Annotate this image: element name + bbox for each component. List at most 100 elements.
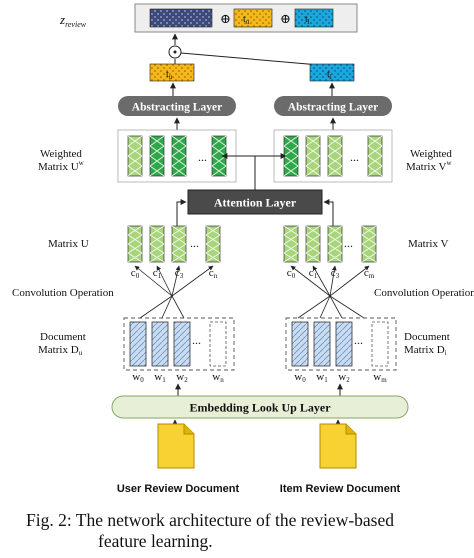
weighted-u-column [149,135,165,177]
matrix-v-col-label: c1 [309,267,318,280]
weighted-u-label-2: Matrix Uw [38,159,85,173]
fan-up-line [171,265,181,297]
doc-i-word-label: w2 [338,371,350,384]
output-ti-label: ti [305,14,310,26]
weighted-v-label-2: Matrix Vw [406,159,452,173]
matrix-v-label: Matrix V [408,238,448,250]
weighted-u-column [127,135,143,177]
doc-u-label-2: Matrix Du [38,344,83,357]
doc-i-column-empty [371,321,389,367]
doc-u-column [151,321,169,367]
abstracting-layer-left [118,96,236,116]
weighted-matrix-u-columns [127,135,227,177]
doc-matrix-i-frame [285,317,397,371]
doc-u-column [173,321,191,367]
matrix-v-column [305,225,321,263]
doc-i-column [335,321,353,367]
matrix-v-column [361,225,377,263]
fan-down-line [329,295,365,319]
output-segment-tu [233,8,273,28]
fan-up-line [134,265,173,297]
fan-up-line [171,265,214,297]
matrix-v-column [283,225,299,263]
matrix-u-column [205,225,221,263]
item-doc-label: Item Review Document [280,483,401,495]
doc-matrix-u-frame [123,317,235,371]
doc-u-word-label: wn [212,371,224,384]
doc-u-label-1: Document [40,331,86,343]
figure-caption: Fig. 2: The network architecture of the … [26,510,466,552]
doc-i-word-label: wm [373,371,387,384]
convolution-label-right: Convolution Operation [374,287,474,299]
doc-i-label-1: Document [404,331,450,343]
user-doc-label: User Review Document [117,483,240,495]
doc-i-word-label: w0 [294,371,306,384]
matrix-v-col-label: cm [364,267,375,280]
architecture-diagram: zreview ⊕ tu ⊕ ti tu ti Abstracting Laye… [12,3,474,495]
arrow-v-to-attention [323,199,334,226]
arrow-u-to-attention [176,199,187,226]
weighted-v-column [367,135,383,177]
fan-up-line [329,265,337,297]
matrix-v-col-label: c0 [287,267,296,280]
matrix-v-col-label: c3 [331,267,340,280]
weighted-v-label-1: Weighted [410,148,452,160]
user-document-icon [157,423,195,469]
matrix-u-dots: ... [190,236,199,250]
doc-matrix-u-columns [129,321,227,367]
weighted-matrix-v-columns [283,135,383,177]
weighted-u-column [171,135,187,177]
doc-matrix-i-word-labels: w0 w1 w2 wm [294,371,387,384]
matrix-v-dots: ... [344,236,353,250]
convolution-fan-right [290,265,370,319]
item-document-icon [319,423,357,469]
doc-u-column [129,321,147,367]
matrix-u-col-label: cn [209,267,218,280]
matrix-u-column [127,225,143,263]
odot-dot [173,50,177,54]
abstracting-layer-left-label: Abstracting Layer [132,102,222,114]
attention-layer-label: Attention Layer [214,196,297,210]
fan-up-line [312,265,331,297]
fan-down-line [161,295,173,319]
doc-u-dots: ... [192,333,201,347]
weighted-v-dots: ... [350,150,359,164]
embedding-layer-label: Embedding Look Up Layer [189,401,331,415]
doc-u-word-label: w2 [176,371,188,384]
doc-i-dots: ... [354,333,363,347]
z-review-label: zreview [59,12,87,29]
doc-i-column [291,321,309,367]
doc-i-word-label: w1 [316,371,328,384]
fan-up-line [290,265,331,297]
output-tu-label: tu [243,14,250,26]
doc-i-column [313,321,331,367]
weighted-v-column [283,135,299,177]
doc-i-label-2: Matrix Di [404,344,447,357]
oplus-symbol: ⊕ [220,11,231,26]
matrix-v-column [327,225,343,263]
matrix-u-col-label: c0 [131,267,140,280]
matrix-u-col-label: c1 [153,267,162,280]
vector-tu [149,63,195,82]
doc-u-word-label: w0 [132,371,144,384]
convolution-label-left: Convolution Operation [12,287,114,299]
fan-down-line [329,295,343,319]
fan-up-line [329,265,370,297]
doc-matrix-i-columns [291,321,389,367]
weighted-u-label-1: Weighted [40,148,82,160]
vector-tu-label: tu [166,69,173,81]
weighted-v-column [305,135,321,177]
attention-layer [187,189,323,215]
fan-down-line [297,295,331,319]
fan-down-line [171,295,185,319]
doc-u-column-empty [209,321,227,367]
abstracting-layer-right-label: Abstracting Layer [288,102,378,114]
vector-ti [309,63,355,82]
fan-down-line [139,295,173,319]
oplus-symbol-2: ⊕ [280,11,291,26]
caption-line-2: feature learning. [98,531,213,551]
vector-ti-label: ti [327,69,332,81]
fan-down-line [319,295,331,319]
output-segment-ti [294,8,334,28]
